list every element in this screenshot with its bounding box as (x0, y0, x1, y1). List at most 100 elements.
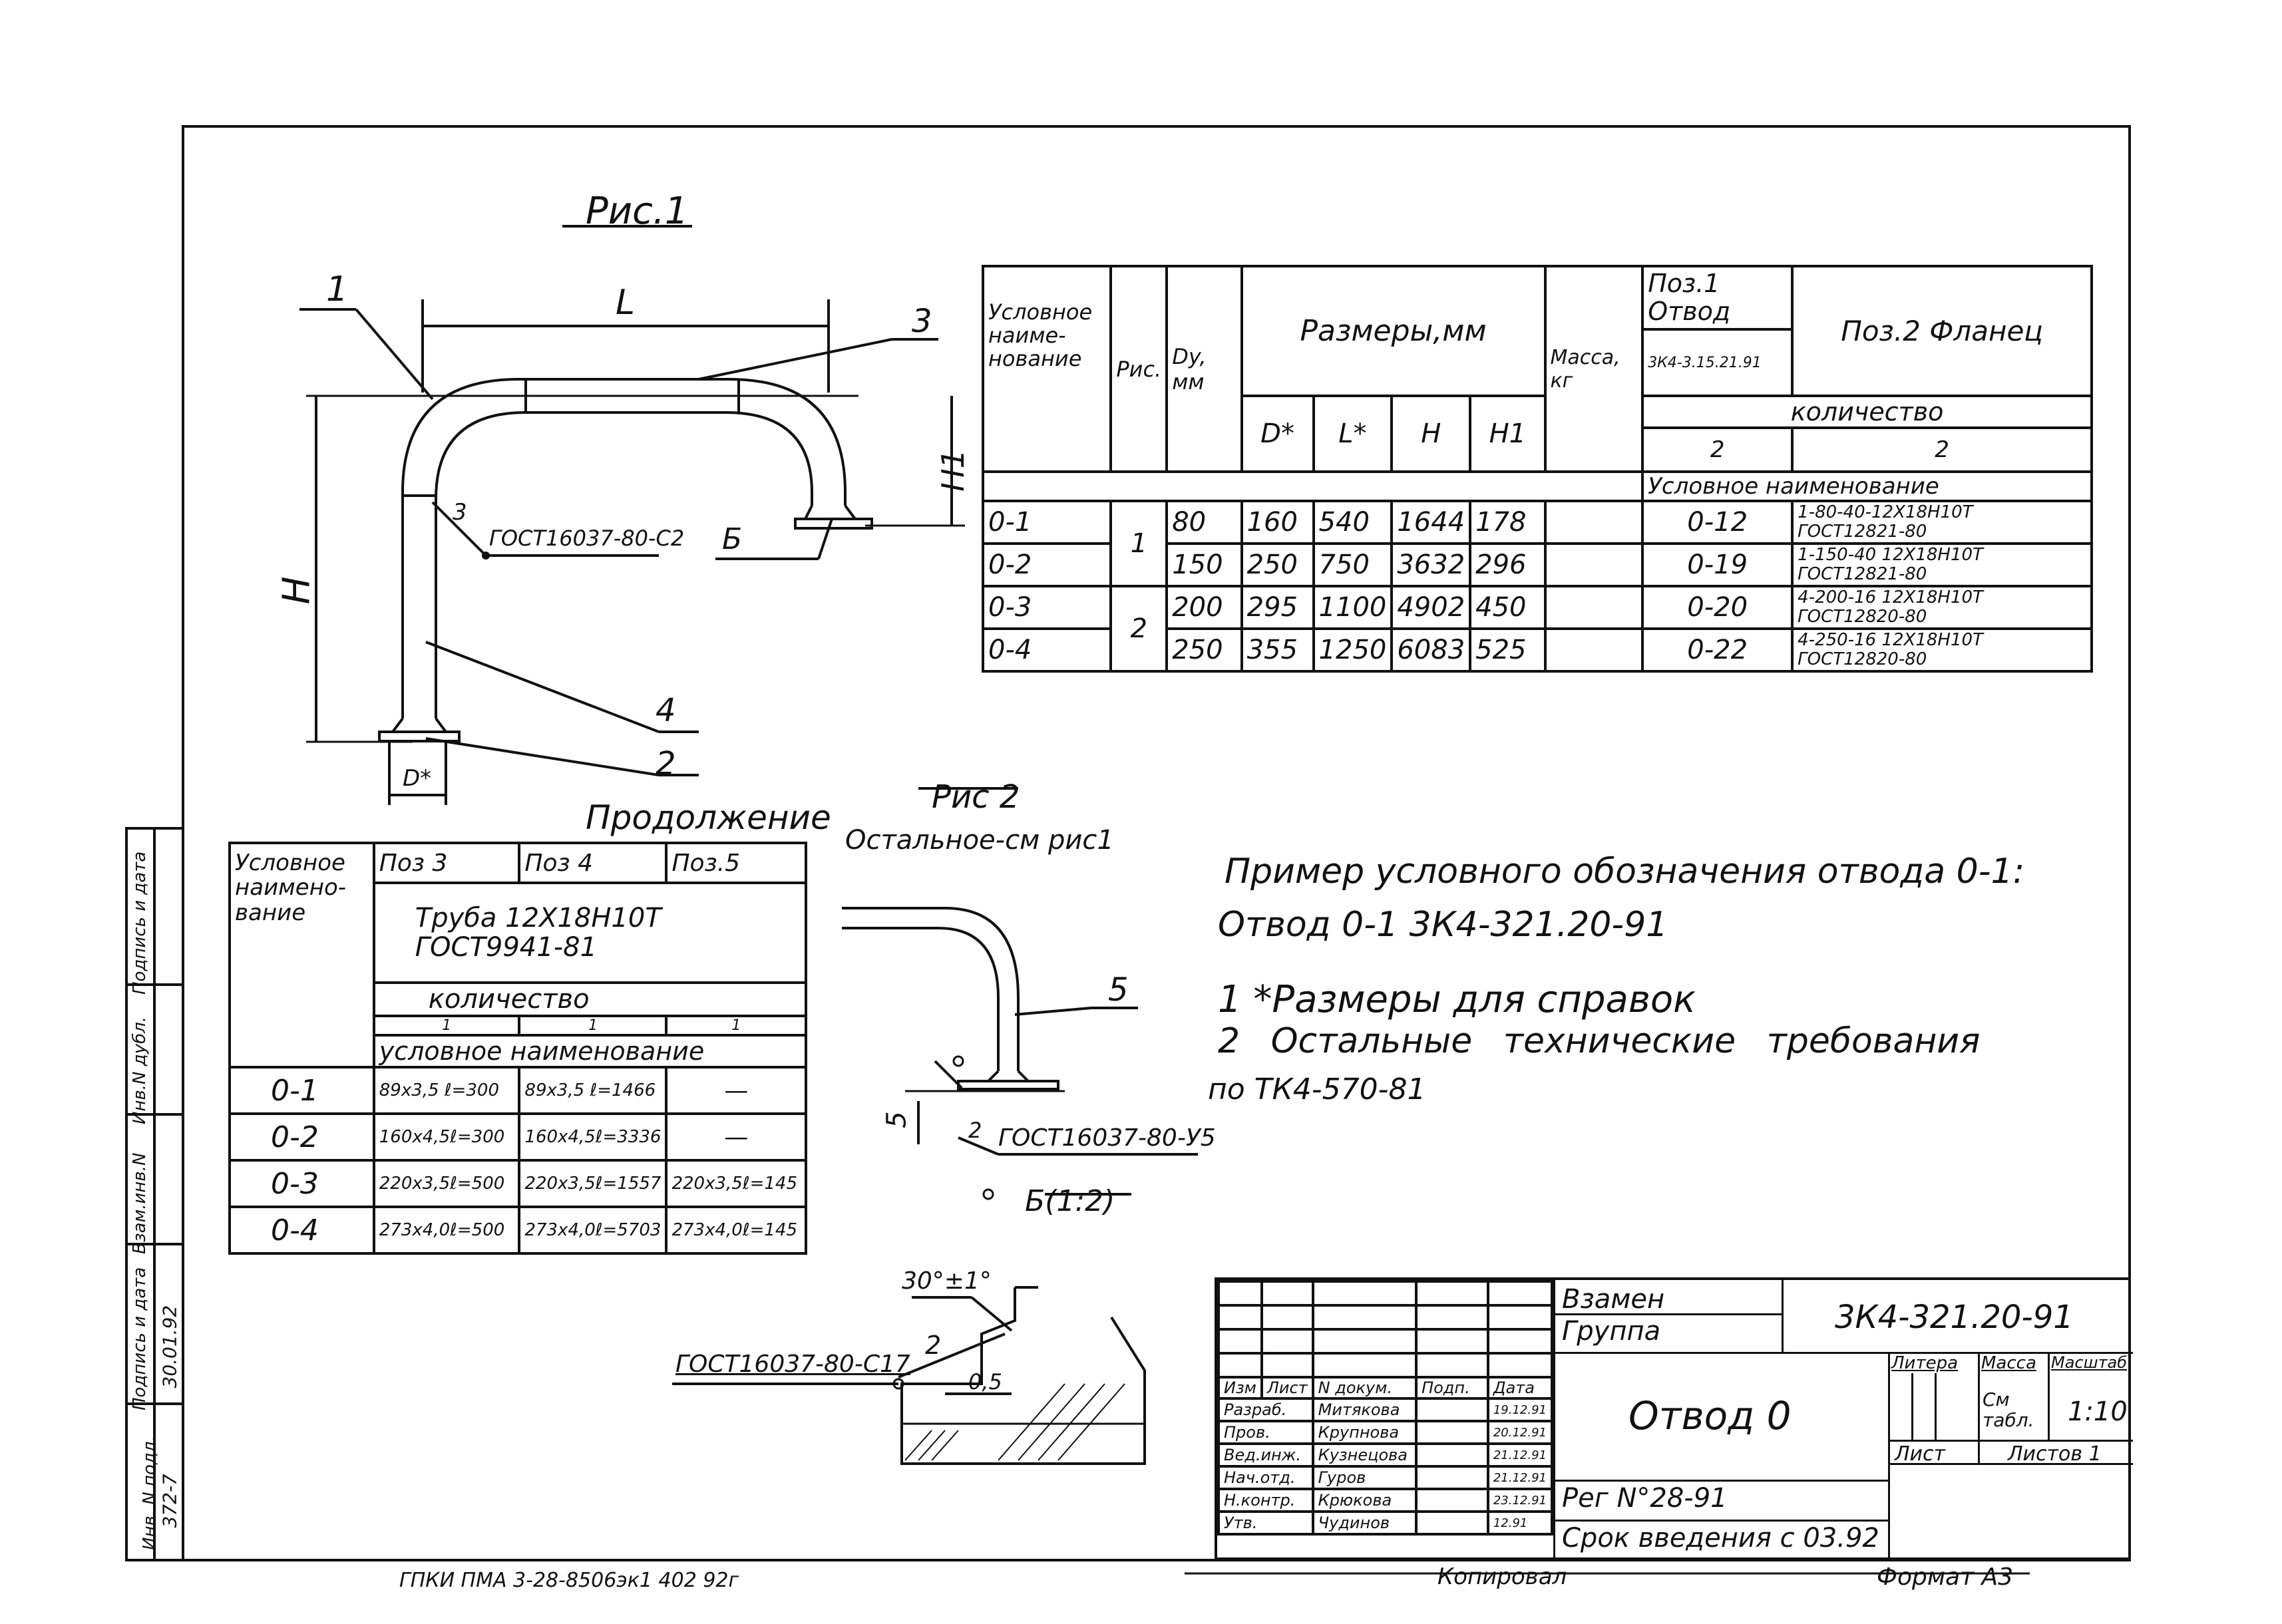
row-pos3: 273х4,0ℓ=500 (372, 1206, 521, 1255)
detail-angle: 30°±1° (902, 1267, 992, 1295)
continuation-table: Условное наимено- вание Поз 3 Поз 4 Поз.… (228, 842, 808, 1255)
row-pos5: — (665, 1066, 807, 1115)
h-sign: Подп. (1415, 1376, 1489, 1400)
cond-name-header: условное наименование (372, 1034, 808, 1068)
side-label-inv: Инв. N подл. (140, 1436, 160, 1550)
row-pos1: 0-19 (1641, 542, 1794, 587)
row-L: 540 (1312, 500, 1394, 545)
qty-pos1: 2 (1641, 426, 1794, 473)
table-row: 0-1 89х3,5 ℓ=300 89х3,5 ℓ=1466 — (228, 1066, 807, 1115)
footer-format: Формат А3 (1877, 1563, 2014, 1591)
row-fig: 2 (1109, 585, 1169, 673)
row-pos5: 273х4,0ℓ=145 (665, 1206, 807, 1255)
row-name: 0-1 (981, 500, 1113, 545)
stamp-mass-h: Масса (1981, 1353, 2036, 1373)
row-name: 0-2 (981, 542, 1113, 587)
row-pos3: 89х3,5 ℓ=300 (372, 1066, 521, 1115)
stamp-title: Отвод 0 (1628, 1393, 1792, 1438)
label-4: 4 (656, 692, 676, 729)
detail-weld-note: ГОСТ16037-80-С17 (675, 1351, 910, 1378)
row-H1: 525 (1469, 627, 1547, 673)
label-1: 1 (326, 269, 349, 309)
h-ndoc: N докум. (1311, 1376, 1418, 1400)
note-line-1: Пример условного обозначения отвода 0-1: (1225, 852, 2025, 892)
fig2-pipe (842, 787, 1198, 1196)
col-header-L: L* (1312, 395, 1394, 473)
row-L: 1100 (1312, 585, 1394, 630)
row-pos4: 89х3,5 ℓ=1466 (518, 1066, 668, 1115)
table-row: 0-2 150 250 750 3632 296 0-19 1-150-40 1… (981, 542, 2093, 587)
row-pos5: — (665, 1112, 807, 1162)
h-izm: Изм (1217, 1376, 1263, 1400)
stamp-group: Группа (1562, 1316, 1661, 1347)
qty-pos4: 1 (518, 1015, 668, 1037)
table-row: 0-3 2 200 295 1100 4902 450 0-20 4-200-1… (981, 585, 2093, 673)
label-B: Б (722, 522, 743, 556)
row-pos5: 220х3,5ℓ=145 (665, 1159, 807, 1208)
row-D: 160 (1240, 500, 1315, 545)
qty-header: количество (1641, 395, 2093, 429)
col-header-name: Условное наимено- вание (228, 842, 375, 1068)
row-dy: 150 (1165, 542, 1243, 587)
col-header-D: D* (1240, 395, 1315, 473)
row-H1: 296 (1469, 542, 1547, 587)
col-header-dims: Размеры,мм (1240, 265, 1547, 397)
fig2-dim-5: 5 (881, 1111, 912, 1128)
col-header-H1: Н1 (1469, 395, 1547, 473)
table-row: 0-1 1 80 160 540 1644 178 0-12 1-80-40-1… (981, 500, 2093, 587)
label-L: L (616, 283, 635, 323)
fig2-title: Рис 2 (932, 778, 1020, 816)
row-D: 295 (1240, 585, 1315, 630)
stamp-signatures: Изм Лист N докум. Подп. Дата Разраб.Митя… (1217, 1280, 1554, 1536)
table-row: 0-4 250 355 1250 6083 525 0-22 4-250-16 … (981, 627, 2093, 673)
side-label-dup: Инв.N дубл. (130, 1016, 150, 1124)
row-name: 0-3 (981, 585, 1113, 630)
col-header-pos5: Поз.5 (665, 842, 807, 884)
row-pos1: 0-12 (1641, 500, 1794, 545)
h-list: Лист (1260, 1376, 1314, 1400)
row-H: 4902 (1390, 585, 1472, 630)
col-header-pos2: Поз.2 Фланец (1791, 265, 2093, 397)
col-header-mass: Масса, кг (1543, 265, 1644, 473)
row-L: 1250 (1312, 627, 1394, 673)
label-H: H (275, 576, 319, 605)
note-line-4: 2 Остальные технические требования (1218, 1021, 1981, 1061)
stamp-mass-val: См табл. (1983, 1388, 2034, 1431)
label-H1: H1 (934, 449, 971, 492)
row-pos3: 160х4,5ℓ=300 (372, 1112, 521, 1162)
table-row: 0-3 220х3,5ℓ=500 220х3,5ℓ=1557 220х3,5ℓ=… (228, 1159, 807, 1208)
fig2-weld-note: ГОСТ16037-80-У5 (998, 1124, 1216, 1152)
fig2-label-2: 2 (968, 1118, 982, 1143)
row-pos3: 220х3,5ℓ=500 (372, 1159, 521, 1208)
side-value-inv: 372-7 (158, 1474, 181, 1528)
row-H: 3632 (1390, 542, 1472, 587)
side-label-replace: Взам.инв.N (130, 1152, 150, 1254)
row-dy: 200 (1165, 585, 1243, 630)
col-header-pos1: Поз.1 Отвод (1641, 265, 1794, 331)
row-pos1: 0-20 (1641, 585, 1794, 630)
row-L: 750 (1312, 542, 1394, 587)
fig1-pipe (299, 225, 965, 805)
row-fig: 1 (1109, 500, 1169, 587)
row-pos4: 220х3,5ℓ=1557 (518, 1159, 668, 1208)
stamp-replaces: Взамен (1562, 1284, 1665, 1315)
row-name: 0-1 (228, 1066, 375, 1115)
stamp-doc-code: 3К4-321.20-91 (1835, 1299, 2074, 1336)
row-H: 1644 (1390, 500, 1472, 545)
stamp-scale-val: 1:10 (2068, 1396, 2128, 1427)
row-name: 0-3 (228, 1159, 375, 1208)
detail-gap: 0,5 (968, 1369, 1002, 1394)
row-name: 0-4 (981, 627, 1113, 673)
row-name: 0-4 (228, 1206, 375, 1255)
row-H1: 450 (1469, 585, 1547, 630)
detail-b (672, 1286, 1146, 1465)
row-dy: 250 (1165, 627, 1243, 673)
